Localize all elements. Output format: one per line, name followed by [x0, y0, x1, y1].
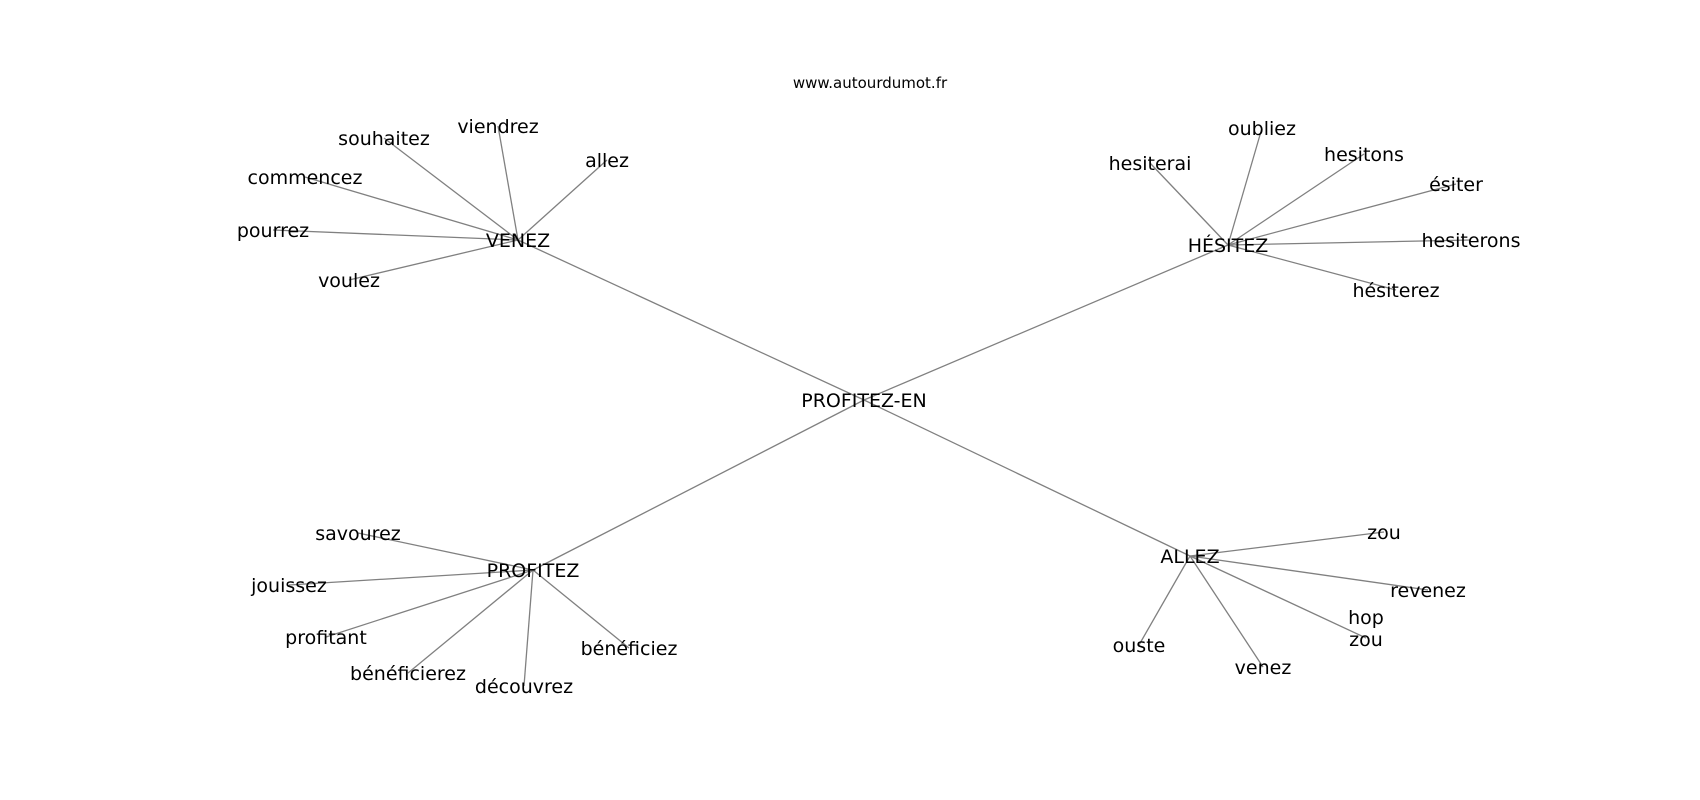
edge-layer — [272, 125, 1472, 687]
leaf-node-oubliez[interactable]: oubliez — [1228, 118, 1296, 140]
leaf-node-jouissez[interactable]: jouissez — [250, 575, 327, 597]
edge-profitez-en-venez — [517, 239, 865, 401]
edge-profitez-beneficiez — [532, 569, 630, 649]
hub-node-profitez[interactable]: PROFITEZ — [487, 560, 580, 582]
edge-hesitez-hesiterons — [1227, 239, 1472, 246]
edge-profitez-decouvrez — [523, 569, 534, 687]
leaf-node-allez[interactable]: allez — [585, 150, 629, 172]
leaf-node-esiter[interactable]: ésiter — [1429, 174, 1483, 196]
leaf-node-viendrez[interactable]: viendrez — [457, 116, 538, 138]
leaf-node-beneficierez[interactable]: bénéficierez — [350, 663, 466, 685]
page-title: www.autourdumot.fr — [793, 74, 948, 92]
edge-venez-souhaitez — [383, 137, 519, 241]
leaf-node-revenez[interactable]: revenez — [1390, 580, 1466, 602]
edge-hesitez-hesiterez — [1227, 244, 1397, 291]
edge-profitez-jouissez — [288, 569, 534, 586]
edge-profitez-en-hesitez — [863, 244, 1229, 401]
edge-hesitez-hesiterai — [1149, 162, 1229, 246]
hub-node-hesitez[interactable]: HÉSITEZ — [1188, 234, 1269, 257]
label-layer: PROFITEZ-EN VENEZ HÉSITEZ PROFITEZ ALLEZ vien… — [237, 116, 1521, 698]
edge-hesitez-oubliez — [1227, 127, 1263, 246]
edge-profitez-profitant — [325, 569, 534, 638]
edge-profitez-savourez — [357, 532, 534, 571]
hub-node-venez[interactable]: VENEZ — [486, 230, 550, 252]
edge-allez-zou — [1189, 531, 1385, 557]
leaf-node-decouvrez[interactable]: découvrez — [475, 676, 573, 698]
leaf-node-hesiterons[interactable]: hesiterons — [1421, 230, 1520, 252]
edge-hesitez-esiter — [1227, 183, 1457, 246]
edge-venez-allez — [517, 159, 608, 241]
leaf-node-profitant[interactable]: profitant — [285, 627, 367, 649]
center-node-profitez-en[interactable]: PROFITEZ-EN — [801, 390, 927, 412]
leaf-node-voulez[interactable]: voulez — [318, 270, 380, 292]
leaf-node-pourrez[interactable]: pourrez — [237, 220, 309, 242]
leaf-node-zou[interactable]: zou — [1367, 522, 1401, 544]
leaf-node-savourez[interactable]: savourez — [315, 523, 401, 545]
leaf-node-beneficiez[interactable]: bénéficiez — [581, 638, 678, 660]
leaf-node-souhaitez[interactable]: souhaitez — [338, 128, 430, 150]
edge-venez-voulez — [348, 239, 519, 281]
edge-hesitez-hesitons — [1227, 153, 1365, 246]
leaf-node-hesiterai[interactable]: hesiterai — [1109, 153, 1192, 175]
edge-allez-revenez — [1189, 555, 1429, 591]
edge-allez-hop-zou — [1189, 555, 1367, 639]
leaf-node-hesiterez[interactable]: hésiterez — [1352, 280, 1439, 302]
leaf-node-hesitons[interactable]: hesitons — [1324, 144, 1404, 166]
hub-node-allez[interactable]: ALLEZ — [1160, 546, 1219, 568]
edge-allez-venez — [1189, 555, 1264, 668]
leaf-node-ouste[interactable]: ouste — [1113, 635, 1166, 657]
edge-profitez-en-profitez — [532, 399, 865, 571]
leaf-node-commencez[interactable]: commencez — [248, 167, 363, 189]
edge-venez-commencez — [304, 176, 519, 241]
edge-profitez-beneficierez — [407, 569, 534, 674]
edge-venez-pourrez — [272, 229, 519, 241]
edge-allez-ouste — [1138, 555, 1191, 646]
edge-venez-viendrez — [497, 125, 519, 241]
leaf-node-venez[interactable]: venez — [1235, 657, 1292, 679]
edge-profitez-en-allez — [863, 399, 1191, 557]
